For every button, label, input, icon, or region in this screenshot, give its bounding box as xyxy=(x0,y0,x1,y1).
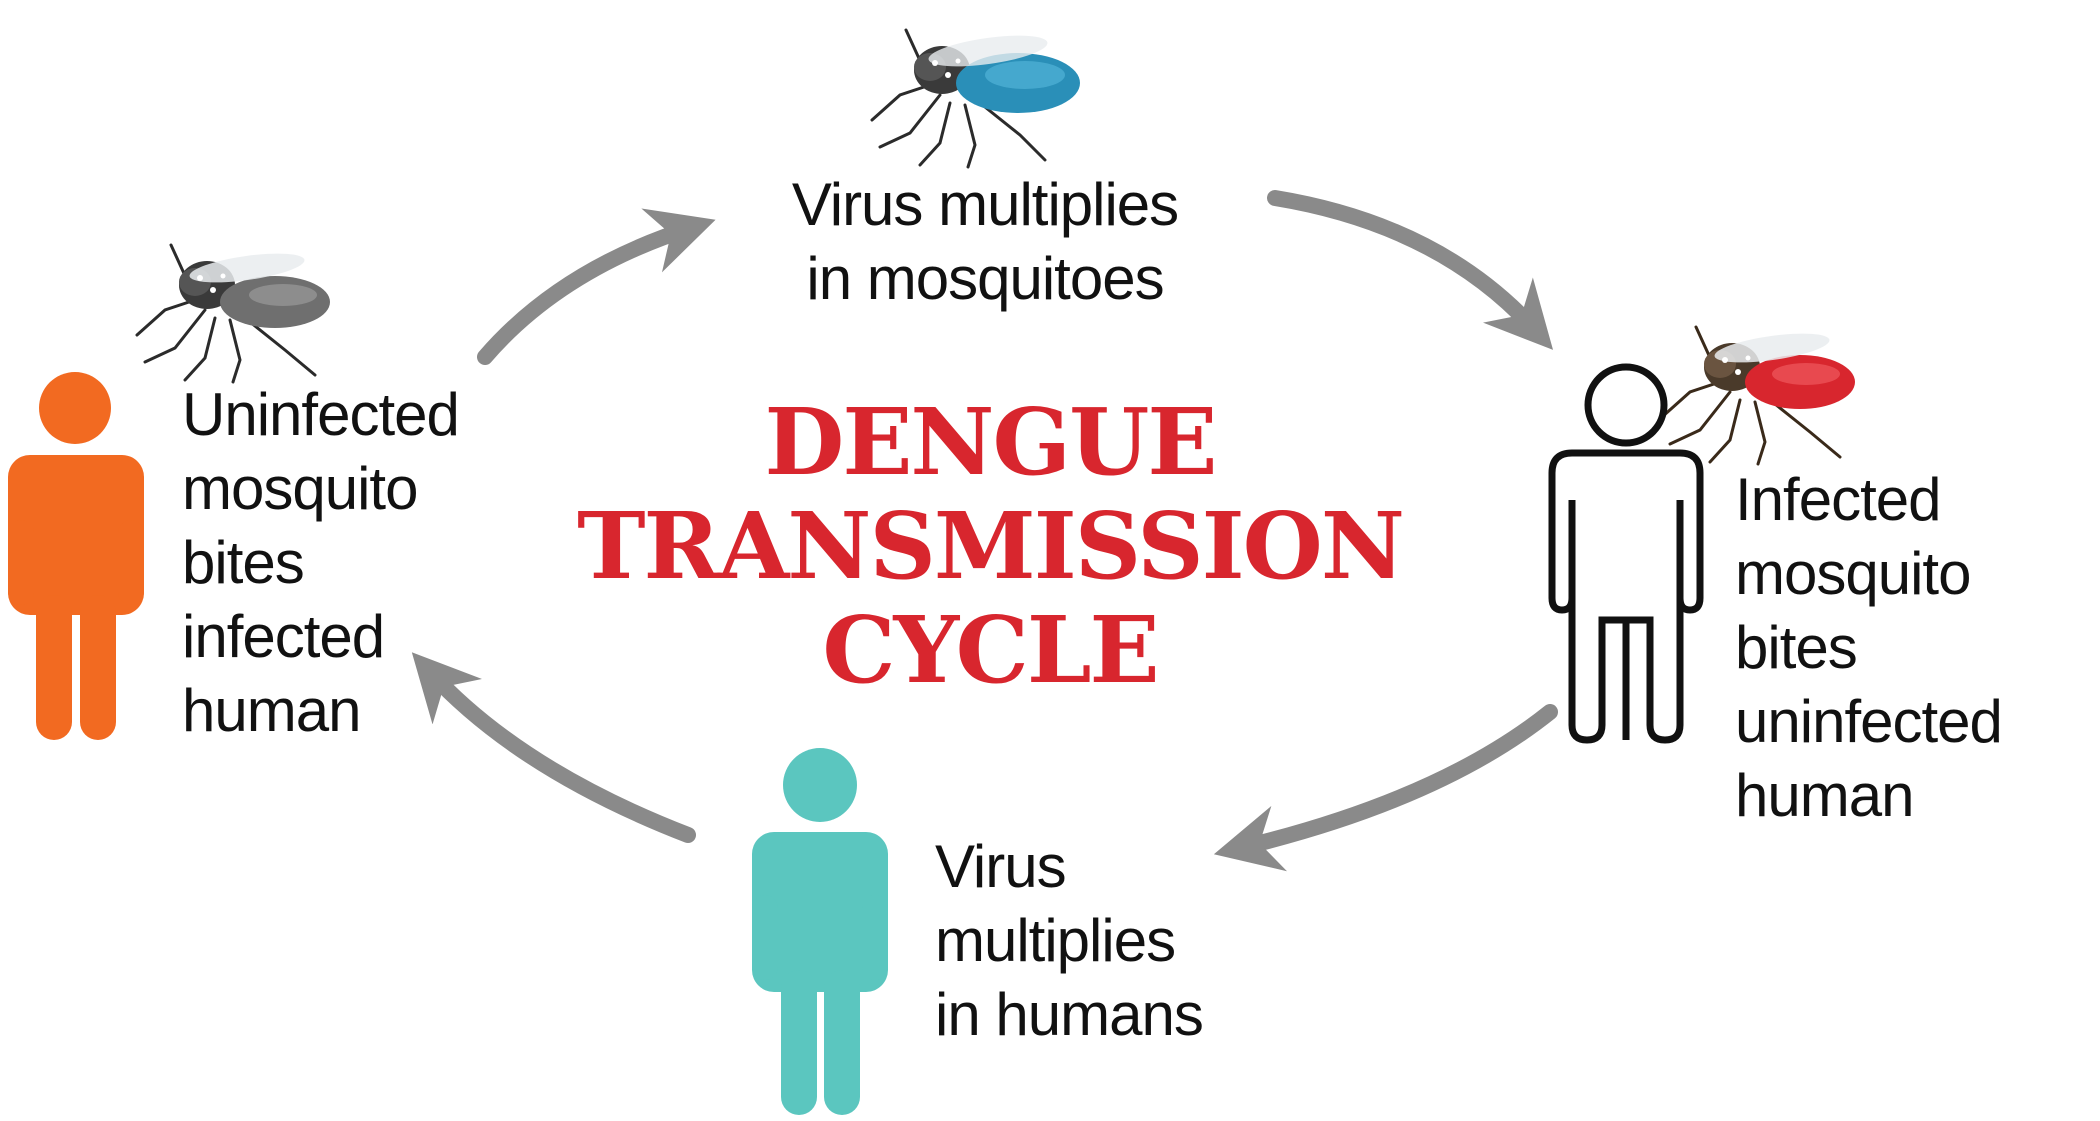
title-line-2: TRANSMISSION xyxy=(577,492,1405,600)
mosquito-blue-icon xyxy=(870,28,1080,169)
label-right-infected-mosquito-bites-uninfected-human: Infected mosquito bites uninfected human xyxy=(1735,466,2003,829)
title-line-3: CYCLE xyxy=(822,596,1159,704)
person-teal-icon xyxy=(752,748,888,1115)
arrow-top-to-right xyxy=(1267,190,1554,350)
person-orange-icon xyxy=(8,372,144,740)
arrow-left-to-top xyxy=(477,208,716,365)
label-bottom-virus-multiplies-in-humans: Virus multiplies in humans xyxy=(935,833,1204,1048)
mosquito-red-icon xyxy=(1660,325,1855,466)
mosquito-gray-icon xyxy=(135,243,330,384)
arrow-bottom-to-left xyxy=(411,652,696,843)
arrow-right-to-bottom xyxy=(1213,704,1558,872)
person-outline-icon xyxy=(1548,363,1704,744)
diagram-title: DENGUE TRANSMISSION CYCLE xyxy=(520,390,1460,702)
label-left-uninfected-mosquito-bites-infected-human: Uninfected mosquito bites infected human xyxy=(182,381,460,744)
label-top-virus-multiplies-in-mosquitoes: Virus multiplies in mosquitoes xyxy=(791,171,1179,312)
title-line-1: DENGUE xyxy=(764,388,1218,496)
